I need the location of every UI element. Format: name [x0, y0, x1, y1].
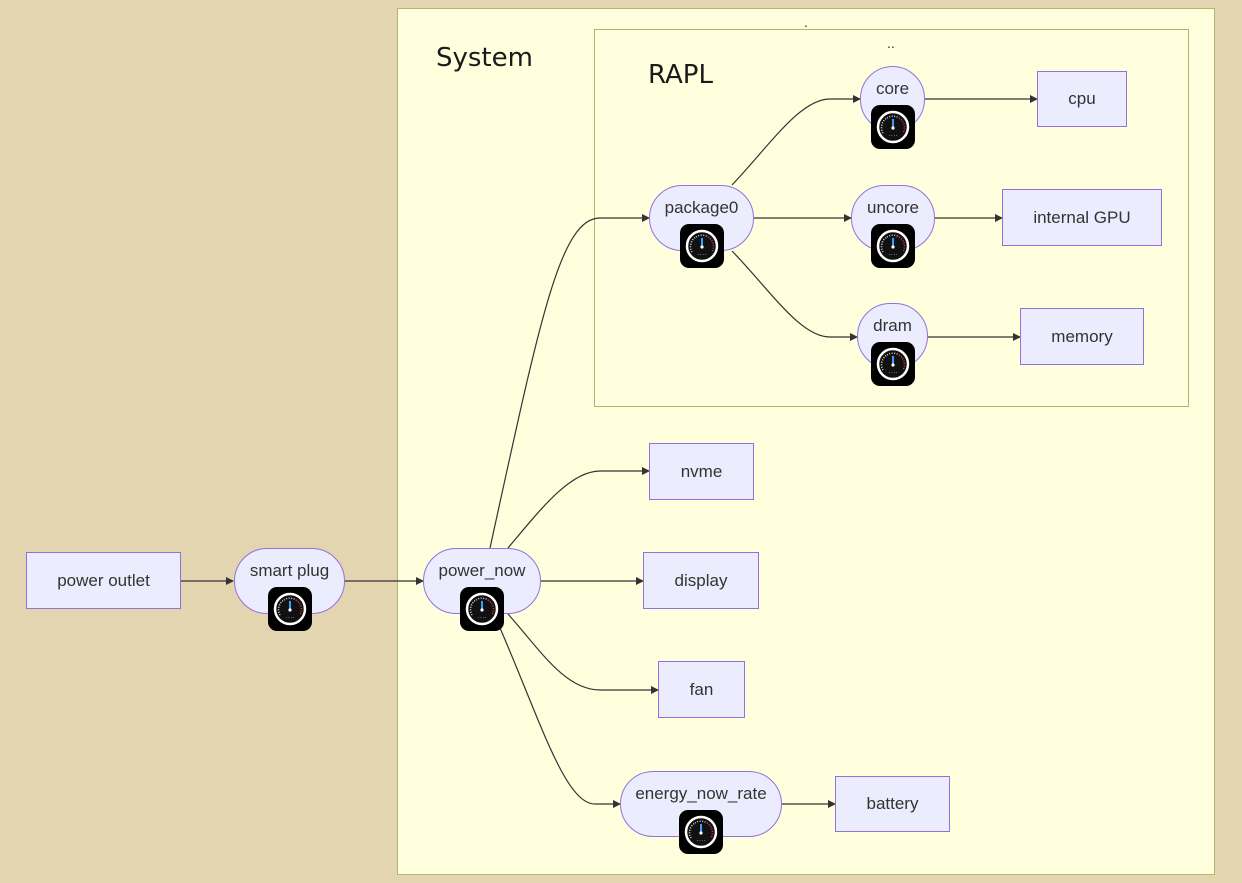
node-power-outlet[interactable]: power outlet — [26, 552, 181, 609]
node-smart-plug[interactable]: smart plug .... — [234, 548, 345, 631]
gauge-icon: .... — [679, 810, 723, 854]
rapl-cluster: .. RAPL — [594, 29, 1189, 407]
rapl-cluster-title: RAPL — [648, 60, 713, 90]
gauge-icon: .... — [870, 105, 915, 149]
node-cpu[interactable]: cpu — [1037, 71, 1127, 127]
node-display-label: display — [674, 570, 728, 590]
edge-powernow-fan — [507, 613, 659, 694]
system-cluster-marker: . — [804, 14, 808, 30]
node-memory-label: memory — [1051, 326, 1113, 346]
node-display[interactable]: display — [643, 552, 759, 609]
node-energy-now-rate[interactable]: energy_now_rate .... — [620, 771, 782, 854]
node-battery-label: battery — [866, 794, 919, 813]
system-cluster-title: System — [436, 43, 533, 73]
rapl-cluster-marker: .. — [887, 35, 895, 51]
node-nvme-label: nvme — [680, 461, 723, 481]
svg-text:....: .... — [696, 837, 706, 842]
node-cpu-label: cpu — [1068, 89, 1096, 108]
node-nvme[interactable]: nvme — [649, 443, 754, 500]
gauge-icon: .... — [870, 342, 915, 386]
gauge-icon: .... — [460, 587, 504, 631]
edge-package0-dram — [731, 250, 858, 341]
node-power-now[interactable]: power_now .... — [423, 548, 541, 631]
node-internal-gpu-label: internal GPU — [1033, 207, 1131, 227]
node-energy-now-rate-label: energy_now_rate — [635, 784, 767, 803]
node-power-now-label: power_now — [438, 561, 526, 580]
edge-powernow-energy — [499, 627, 621, 808]
node-battery[interactable]: battery — [835, 776, 950, 832]
edge-package0-core — [731, 95, 861, 186]
svg-text:....: .... — [285, 614, 295, 619]
node-package0-label: package0 — [664, 198, 739, 217]
svg-text:....: .... — [888, 251, 898, 256]
svg-text:....: .... — [888, 132, 898, 137]
gauge-icon: .... — [679, 224, 724, 268]
node-memory[interactable]: memory — [1020, 308, 1144, 365]
svg-text:....: .... — [888, 369, 898, 374]
node-smart-plug-label: smart plug — [249, 561, 330, 580]
node-fan-label: fan — [689, 679, 714, 699]
node-internal-gpu[interactable]: internal GPU — [1002, 189, 1162, 246]
system-cluster: . System — [397, 8, 1215, 875]
svg-text:....: .... — [477, 614, 487, 619]
node-core-label: core — [875, 79, 910, 98]
node-core[interactable]: core .... — [860, 66, 925, 149]
edge-powernow-nvme — [507, 467, 650, 549]
node-dram[interactable]: dram .... — [857, 303, 928, 386]
gauge-icon: .... — [267, 587, 312, 631]
node-uncore[interactable]: uncore .... — [851, 185, 935, 268]
node-dram-label: dram — [873, 316, 912, 335]
svg-text:....: .... — [697, 251, 707, 256]
node-package0[interactable]: package0 .... — [649, 185, 754, 268]
node-fan[interactable]: fan — [658, 661, 745, 718]
gauge-icon: .... — [871, 224, 915, 268]
edge-powernow-package0 — [489, 214, 650, 549]
node-power-outlet-label: power outlet — [57, 570, 150, 590]
node-uncore-label: uncore — [867, 198, 919, 217]
